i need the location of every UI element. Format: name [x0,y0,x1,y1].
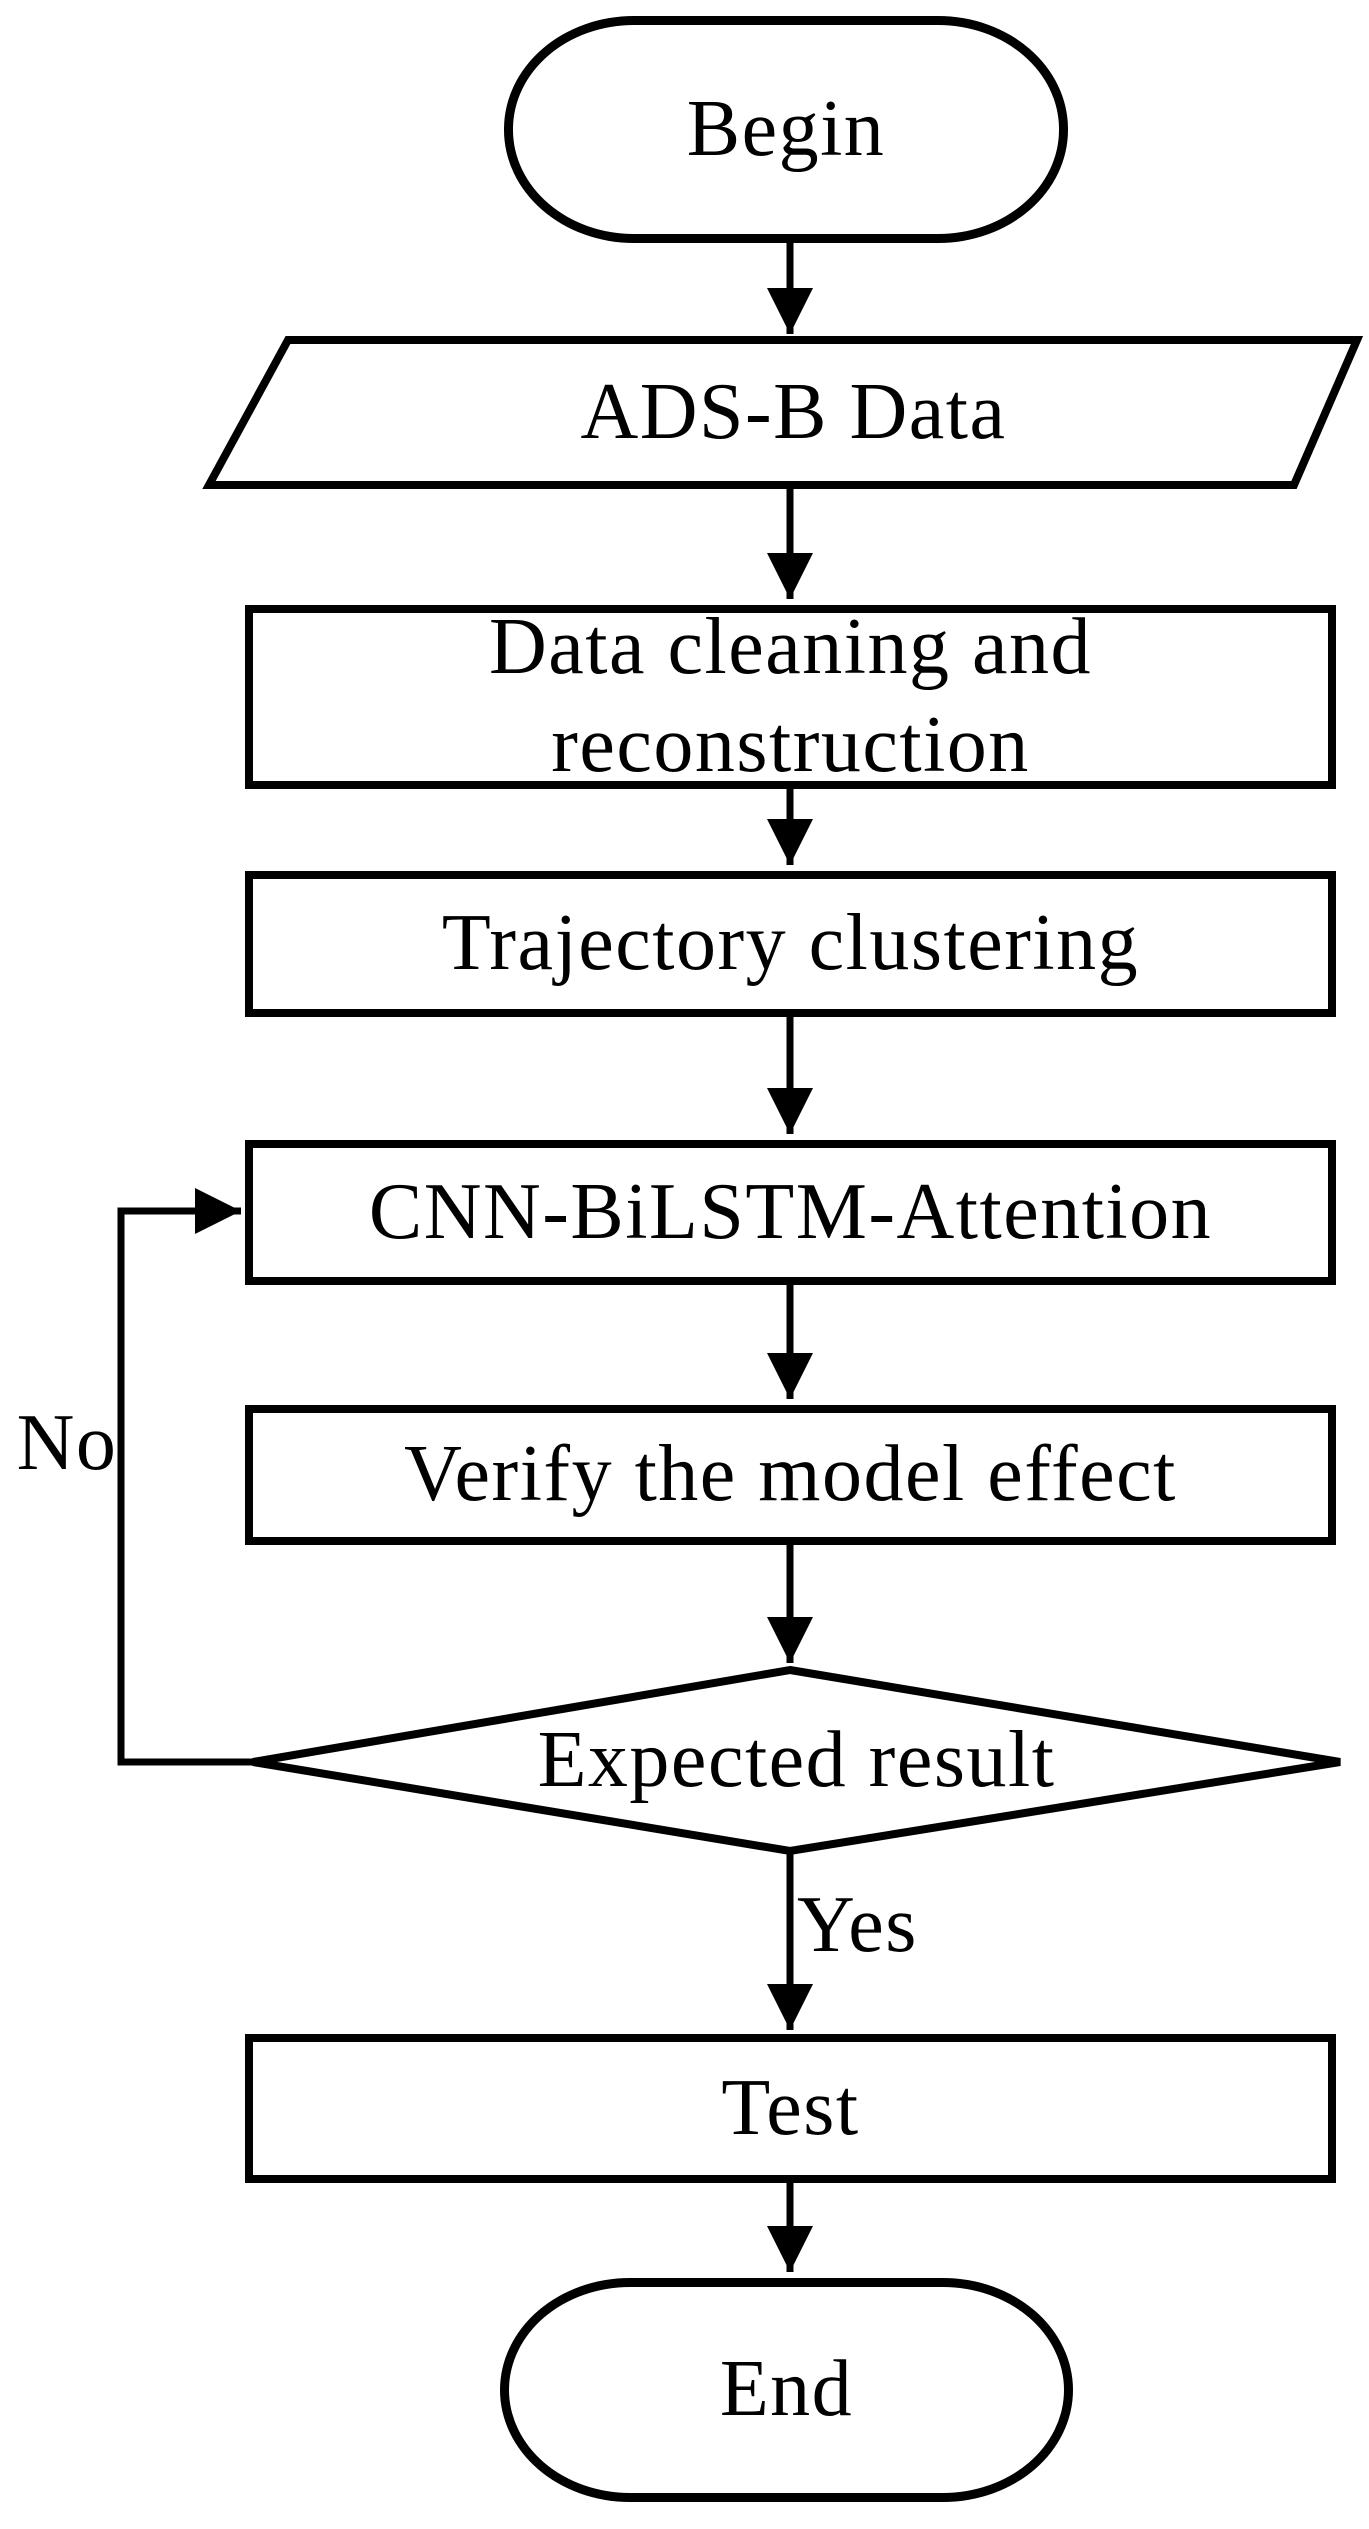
no-loop-connector [117,1188,257,1766]
edge-label-no-text: No [16,1398,118,1487]
node-expected-result-label: Expected result [537,1715,1056,1804]
edge-label-no: No [11,1399,123,1487]
node-trajectory-clustering-label: Trajectory clustering [441,899,1140,988]
edge-label-yes: Yes [797,1881,918,1969]
node-adsb-data-label: ADS-B Data [580,368,1007,457]
adsb-parallelogram-shape [202,336,1364,489]
node-end: End [500,2278,1073,2502]
node-verify-model: Verify the model effect [245,1405,1336,1545]
node-test: Test [245,2034,1336,2183]
node-verify-model-label: Verify the model effect [404,1430,1177,1519]
node-test-label: Test [721,2063,860,2152]
node-adsb-data: ADS-B Data [248,341,1339,485]
node-data-cleaning: Data cleaning and reconstruction [245,603,1336,789]
node-begin: Begin [504,16,1068,243]
edge-label-yes-text: Yes [797,1880,918,1969]
node-begin-label: Begin [686,84,886,173]
node-cnn-bilstm-attention-label: CNN-BiLSTM-Attention [368,1167,1213,1256]
node-trajectory-clustering: Trajectory clustering [245,871,1336,1017]
node-expected-result: Expected result [253,1670,1340,1851]
node-cnn-bilstm-attention: CNN-BiLSTM-Attention [245,1140,1336,1285]
node-end-label: End [719,2345,854,2434]
node-data-cleaning-label: Data cleaning and reconstruction [489,603,1092,789]
